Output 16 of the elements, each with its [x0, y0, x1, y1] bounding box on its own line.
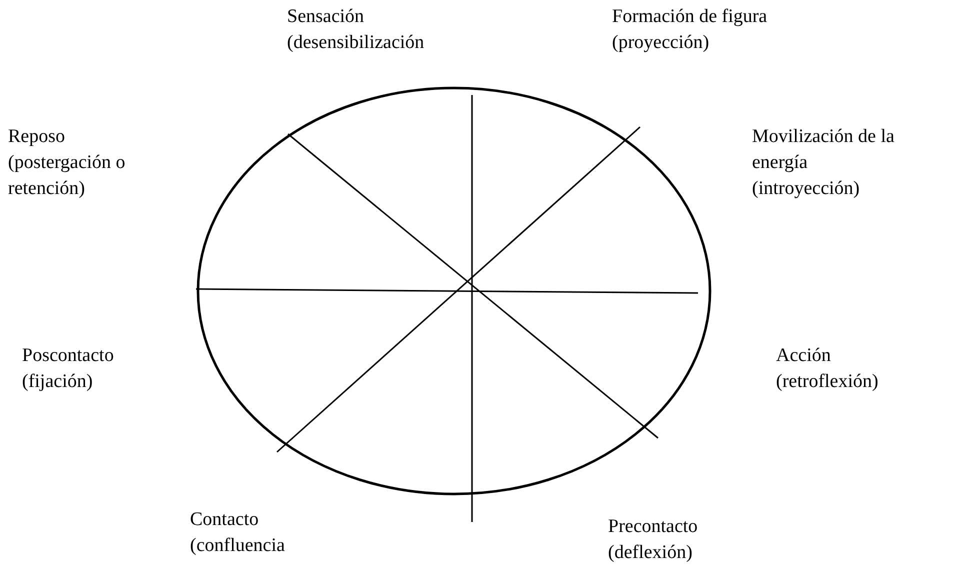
stage-note: (postergación o retención) [8, 151, 126, 201]
stage-name: Formación de figura [612, 5, 768, 29]
stage-name: Contacto [190, 508, 260, 532]
stage-note: (introyección) [752, 177, 861, 201]
stage-note: (proyección) [612, 31, 710, 55]
stage-note: (desensibilización [287, 31, 426, 55]
stage-note: (fijación) [22, 370, 94, 394]
stage-note: (confluencia [190, 534, 286, 558]
stage-name: Reposo [8, 125, 66, 149]
stage-name: Poscontacto [22, 344, 115, 368]
stage-note: (retroflexión) [776, 370, 880, 394]
stage-name: Precontacto [608, 515, 699, 539]
stage-name: Movilización de la energía [752, 125, 896, 175]
stage-name: Sensación [287, 5, 366, 29]
stage-note: (deflexión) [608, 541, 694, 565]
stage-name: Acción [776, 344, 832, 368]
